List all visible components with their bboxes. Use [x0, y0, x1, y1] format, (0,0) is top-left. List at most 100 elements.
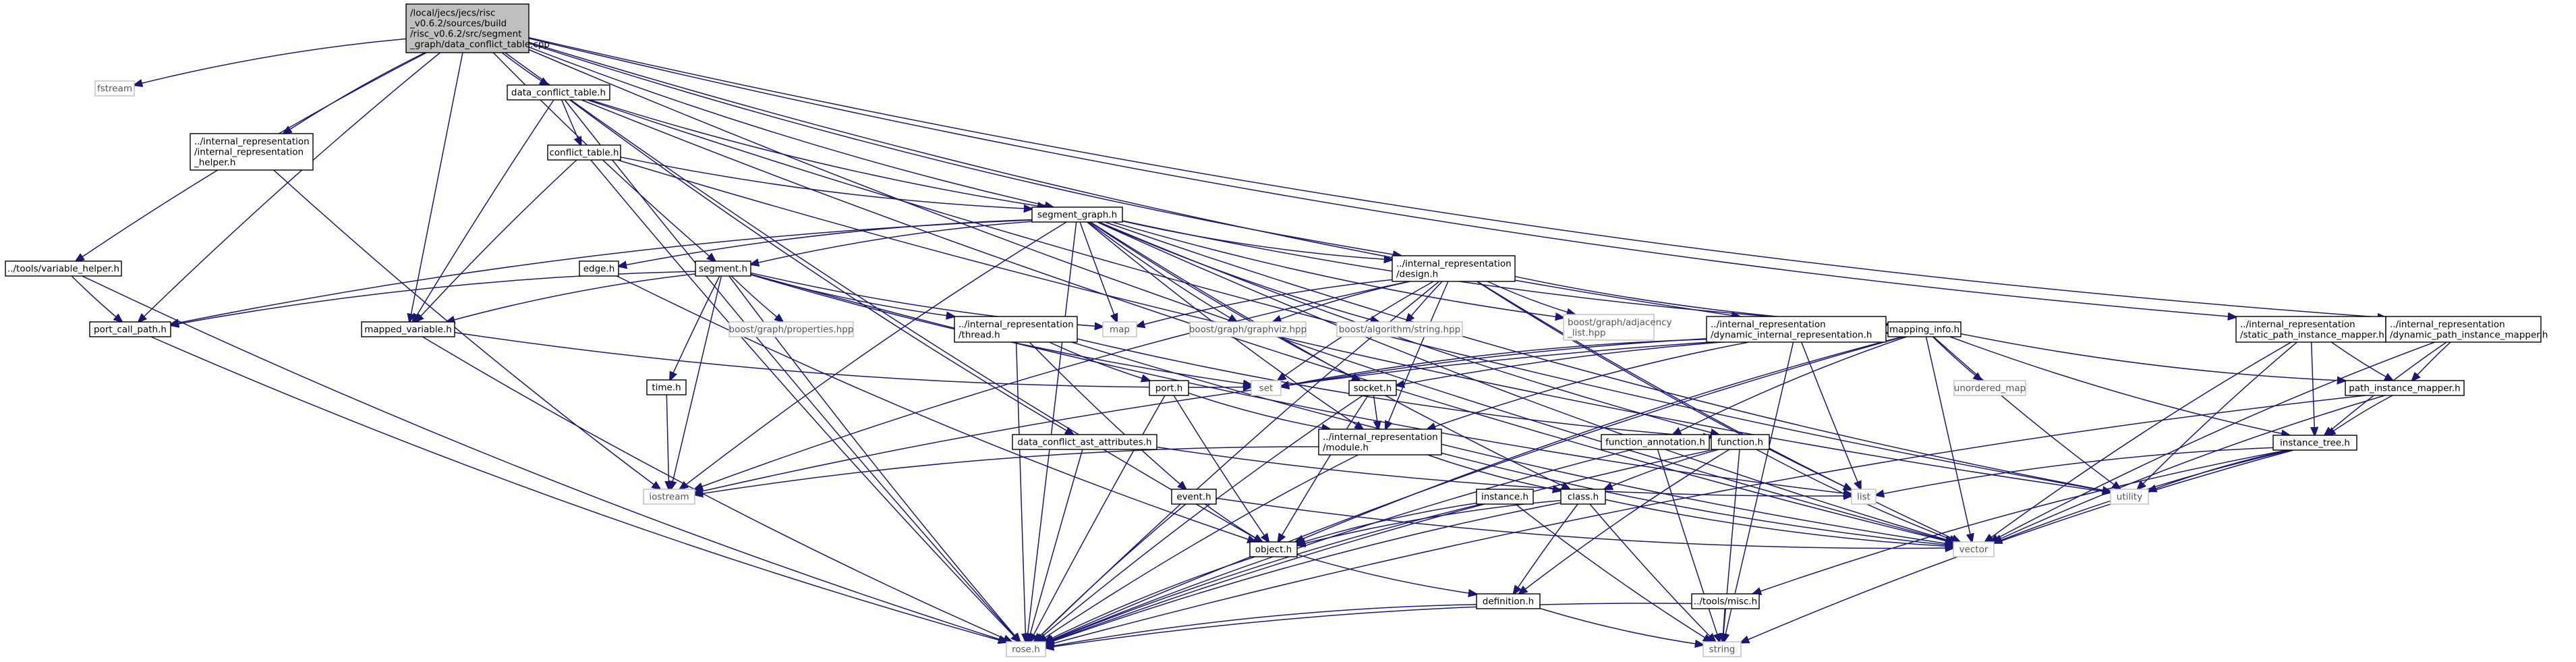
- node-dcaa[interactable]: data_conflict_ast_attributes.h: [1012, 434, 1157, 450]
- node-pcp[interactable]: port_call_path.h: [89, 321, 171, 337]
- edge-sg_h-to-design: [1122, 220, 1392, 260]
- edge-socket-to-object: [1278, 395, 1369, 542]
- node-func[interactable]: function.h: [1711, 434, 1770, 450]
- node-ct-h[interactable]: conflict_table.h: [547, 144, 621, 161]
- node-dct-h[interactable]: data_conflict_table.h: [507, 84, 610, 101]
- edge-design-to-bgg: [1273, 281, 1410, 322]
- node-it[interactable]: instance_tree.h: [2272, 435, 2357, 451]
- edge-func-to-rose: [1046, 449, 1715, 644]
- edge-thread-to-port: [1049, 341, 1150, 381]
- edge-thread-to-event: [1029, 341, 1186, 489]
- edge-definition-to-rose: [1046, 603, 1477, 647]
- node-bas[interactable]: boost/algorithm/string.hpp: [1336, 321, 1463, 337]
- node-seg[interactable]: segment.h: [695, 260, 751, 277]
- edge-module-to-class: [1427, 454, 1561, 491]
- edge-object-to-rose: [1044, 556, 1255, 642]
- node-root[interactable]: /local/jecs/jecs/risc_v0.6.2/sources/bui…: [405, 3, 550, 53]
- node-label: data_conflict_table.h: [511, 88, 606, 99]
- edge-sg_h-to-iostream: [680, 221, 1067, 489]
- node-utility[interactable]: utility: [2110, 489, 2149, 505]
- node-label: port.h: [1155, 383, 1183, 394]
- edge-mi-to-rose: [1046, 336, 1904, 642]
- node-object[interactable]: object.h: [1249, 541, 1298, 557]
- node-thread[interactable]: ../internal_representation/thread.h: [954, 316, 1078, 343]
- node-instance[interactable]: instance.h: [1476, 489, 1534, 505]
- node-event[interactable]: event.h: [1171, 489, 1217, 505]
- edge-design-to-vector: [1477, 281, 1959, 542]
- node-label: boost/algorithm/string.hpp: [1339, 325, 1460, 335]
- node-irh[interactable]: ../internal_representation/internal_repr…: [190, 133, 314, 171]
- node-misc[interactable]: ../tools/misc.h: [1691, 593, 1760, 609]
- node-rose[interactable]: rose.h: [1006, 641, 1046, 657]
- node-dir[interactable]: ../internal_representation/dynamic_inter…: [1706, 316, 1887, 343]
- node-map[interactable]: map: [1102, 321, 1137, 337]
- edge-misc-to-string: [1723, 608, 1725, 642]
- edge-event-to-rose: [1034, 503, 1186, 642]
- node-bal[interactable]: boost/graph/adjacency_list.hpp: [1563, 314, 1672, 341]
- node-label: iostream: [649, 492, 689, 503]
- node-dpim[interactable]: ../internal_representation/dynamic_path_…: [2385, 316, 2548, 343]
- node-sg-h[interactable]: segment_graph.h: [1031, 206, 1123, 223]
- node-label: boost/graph/graphviz.hpp: [1189, 325, 1307, 335]
- edge-irh-to-iostream: [273, 169, 660, 489]
- node-label: path_instance_mapper.h: [2349, 383, 2460, 394]
- edge-root-to-spim: [528, 38, 2236, 317]
- node-class[interactable]: class.h: [1560, 489, 1606, 505]
- node-definition[interactable]: definition.h: [1476, 593, 1541, 609]
- node-bgg[interactable]: boost/graph/graphviz.hpp: [1189, 321, 1307, 337]
- node-label: rose.h: [1012, 644, 1040, 655]
- edge-design-to-iostream: [695, 281, 1410, 489]
- node-spim[interactable]: ../internal_representation/static_path_i…: [2235, 316, 2386, 343]
- edge-design-to-module: [1385, 281, 1449, 429]
- node-mi[interactable]: mapping_info.h: [1887, 321, 1962, 337]
- node-label: function_annotation.h: [1605, 437, 1705, 448]
- node-design[interactable]: ../internal_representation/design.h: [1392, 255, 1516, 282]
- node-list[interactable]: list: [1851, 489, 1877, 505]
- edge-time-to-iostream: [666, 394, 668, 489]
- node-pim[interactable]: path_instance_mapper.h: [2345, 380, 2465, 396]
- node-socket[interactable]: socket.h: [1348, 380, 1397, 396]
- node-label: mapped_variable.h: [364, 325, 452, 335]
- node-label: segment_graph.h: [1037, 210, 1117, 221]
- node-fstream[interactable]: fstream: [94, 80, 135, 96]
- edge-edge-to-object: [617, 275, 1255, 542]
- node-time[interactable]: time.h: [646, 379, 687, 395]
- node-um[interactable]: unordered_map: [1953, 380, 2026, 396]
- edge-dct_h-to-vector: [581, 99, 1953, 543]
- node-fa[interactable]: function_annotation.h: [1601, 434, 1710, 450]
- node-label: utility: [2117, 492, 2142, 503]
- edge-spim-to-utility: [2138, 341, 2297, 489]
- edge-root-to-irh: [283, 52, 426, 134]
- edge-instance-to-rose: [1046, 503, 1482, 643]
- edge-sg_h-to-seg: [751, 221, 1033, 265]
- edge-port-to-rose: [1030, 395, 1166, 642]
- node-label: map: [1110, 325, 1130, 335]
- edge-definition-to-string: [1539, 607, 1703, 645]
- node-label: data_conflict_ast_attributes.h: [1017, 437, 1151, 448]
- edge-object-to-definition: [1296, 553, 1477, 595]
- node-label: unordered_map: [1954, 383, 2026, 394]
- edge-seg-to-bgp: [731, 275, 782, 322]
- edge-it-to-list: [1876, 447, 2274, 495]
- edge-root-to-vector: [528, 49, 1953, 543]
- edge-dcaa-to-list: [1156, 446, 1852, 497]
- node-vector[interactable]: vector: [1953, 541, 1995, 557]
- node-module[interactable]: ../internal_representation/module.h: [1318, 429, 1442, 456]
- edge-thread-to-rose: [1015, 341, 1026, 642]
- node-vh[interactable]: ../tools/variable_helper.h: [5, 260, 122, 277]
- node-set[interactable]: set: [1251, 380, 1282, 396]
- node-label: function.h: [1717, 437, 1763, 448]
- node-port[interactable]: port.h: [1149, 380, 1189, 396]
- node-string[interactable]: string: [1702, 641, 1742, 657]
- edge-socket-to-module: [1374, 395, 1379, 429]
- edge-socket-to-rose: [1036, 395, 1363, 642]
- edge-pim-to-it: [2327, 395, 2393, 435]
- edge-dpim-to-vector: [1991, 341, 2435, 542]
- node-bgp[interactable]: boost/graph/properties.hpp: [728, 321, 854, 337]
- node-iostream[interactable]: iostream: [643, 489, 695, 505]
- edge-class-to-definition: [1514, 503, 1578, 594]
- node-edge[interactable]: edge.h: [579, 260, 619, 277]
- node-mv[interactable]: mapped_variable.h: [361, 321, 455, 337]
- edge-vh-to-rose: [82, 275, 1007, 642]
- edge-class-to-string: [1589, 503, 1715, 642]
